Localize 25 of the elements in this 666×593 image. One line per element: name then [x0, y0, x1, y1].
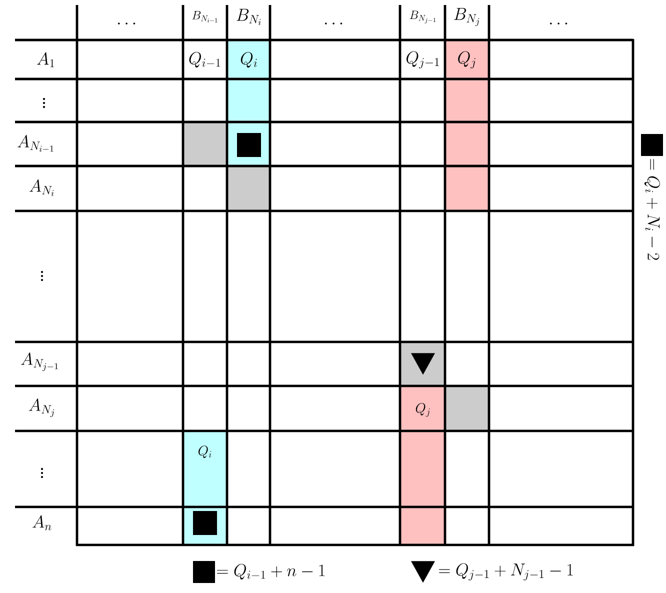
table-label: $A_{N_i}$	[29, 179, 54, 196]
table-label: $\vdots$	[42, 98, 46, 108]
table-label: $Q_i$	[198, 446, 212, 458]
table-label: $A_{N_{j-1}}$	[20, 352, 58, 372]
table-label: $B_{N_{j-1}}$	[410, 10, 436, 24]
formula-label: $= Q_i + N_i - 2$	[644, 158, 660, 260]
table-label: $B_{N_i}$	[236, 8, 261, 26]
table-label: $Q_{j-1}$	[406, 51, 439, 68]
table-label: $Q_j$	[416, 403, 430, 417]
table-label: $A_{N_j}$	[28, 398, 54, 418]
table-label: $\cdots$	[324, 22, 342, 24]
table-label: $\cdots$	[118, 22, 136, 24]
table-label: $\cdots$	[550, 22, 568, 24]
table-label: $B_{N_j}$	[454, 8, 480, 26]
formula-label: $= Q_{j-1} + N_{j-1} - 1$	[439, 563, 573, 580]
table-label: $Q_{i-1}$	[189, 52, 220, 68]
table-label: $Q_j$	[458, 51, 476, 68]
table-label: $A_n$	[32, 515, 52, 530]
table-label: $B_{N_{i-1}}$	[192, 11, 218, 22]
table-label: $A_1$	[37, 52, 54, 68]
table-label: $A_{N_{i-1}}$	[18, 134, 54, 152]
table-label: $Q_i$	[240, 52, 257, 68]
formula-label: $= Q_{i-1} + n - 1$	[217, 564, 325, 580]
table-label: $\vdots$	[40, 468, 44, 478]
table-label: $\vdots$	[40, 270, 44, 282]
